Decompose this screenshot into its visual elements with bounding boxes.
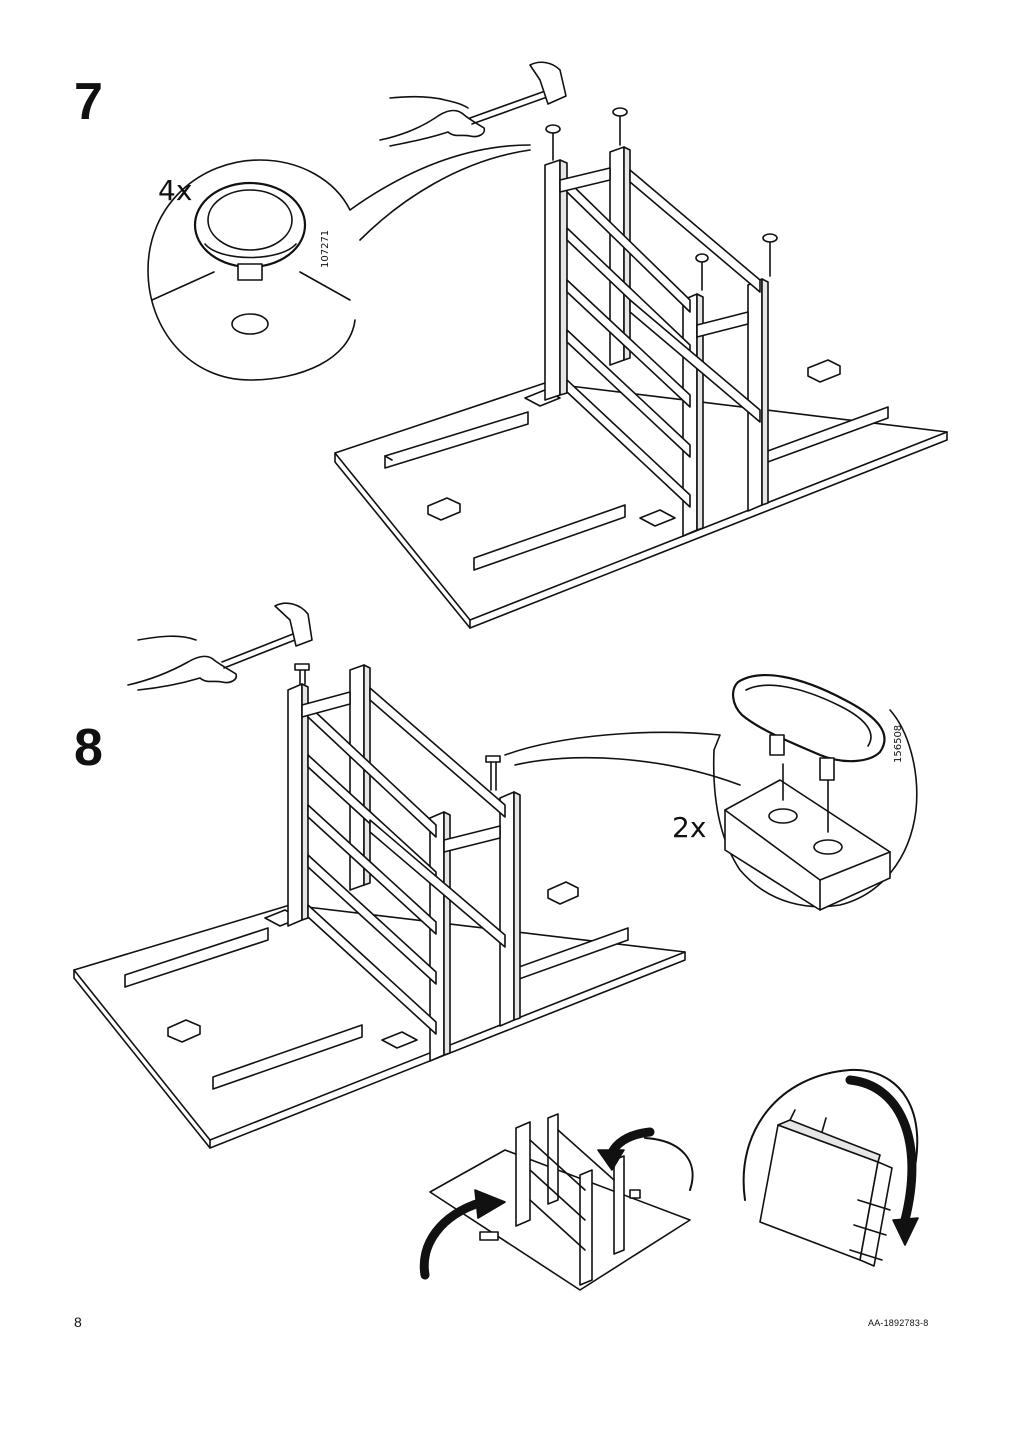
part-number: 107271 <box>320 229 331 268</box>
flip-arrow-icon <box>744 1070 918 1245</box>
hammer-icon <box>222 603 312 668</box>
hammer-icon <box>470 62 566 124</box>
page-number: 8 <box>74 1314 82 1330</box>
step-number-7: 7 <box>74 73 103 131</box>
hand-icon <box>128 636 236 690</box>
step7-chair-frame <box>545 108 777 536</box>
part-number: 156508 <box>893 724 904 763</box>
step8-detail-callout <box>505 675 917 910</box>
step8-tabletop <box>74 882 685 1148</box>
flip-sequence-rotate <box>430 1114 690 1290</box>
hand-icon <box>380 97 484 146</box>
quantity-label: 4x <box>158 174 193 207</box>
step-number-8: 8 <box>74 719 103 777</box>
flip-sequence-upright <box>760 1110 892 1266</box>
rotate-arrow-icon <box>424 1132 692 1275</box>
step8-chair-frame <box>288 664 520 1061</box>
document-id: AA-1892783-8 <box>868 1318 929 1328</box>
step7-detail-callout <box>148 145 530 380</box>
quantity-label: 2x <box>672 811 707 844</box>
